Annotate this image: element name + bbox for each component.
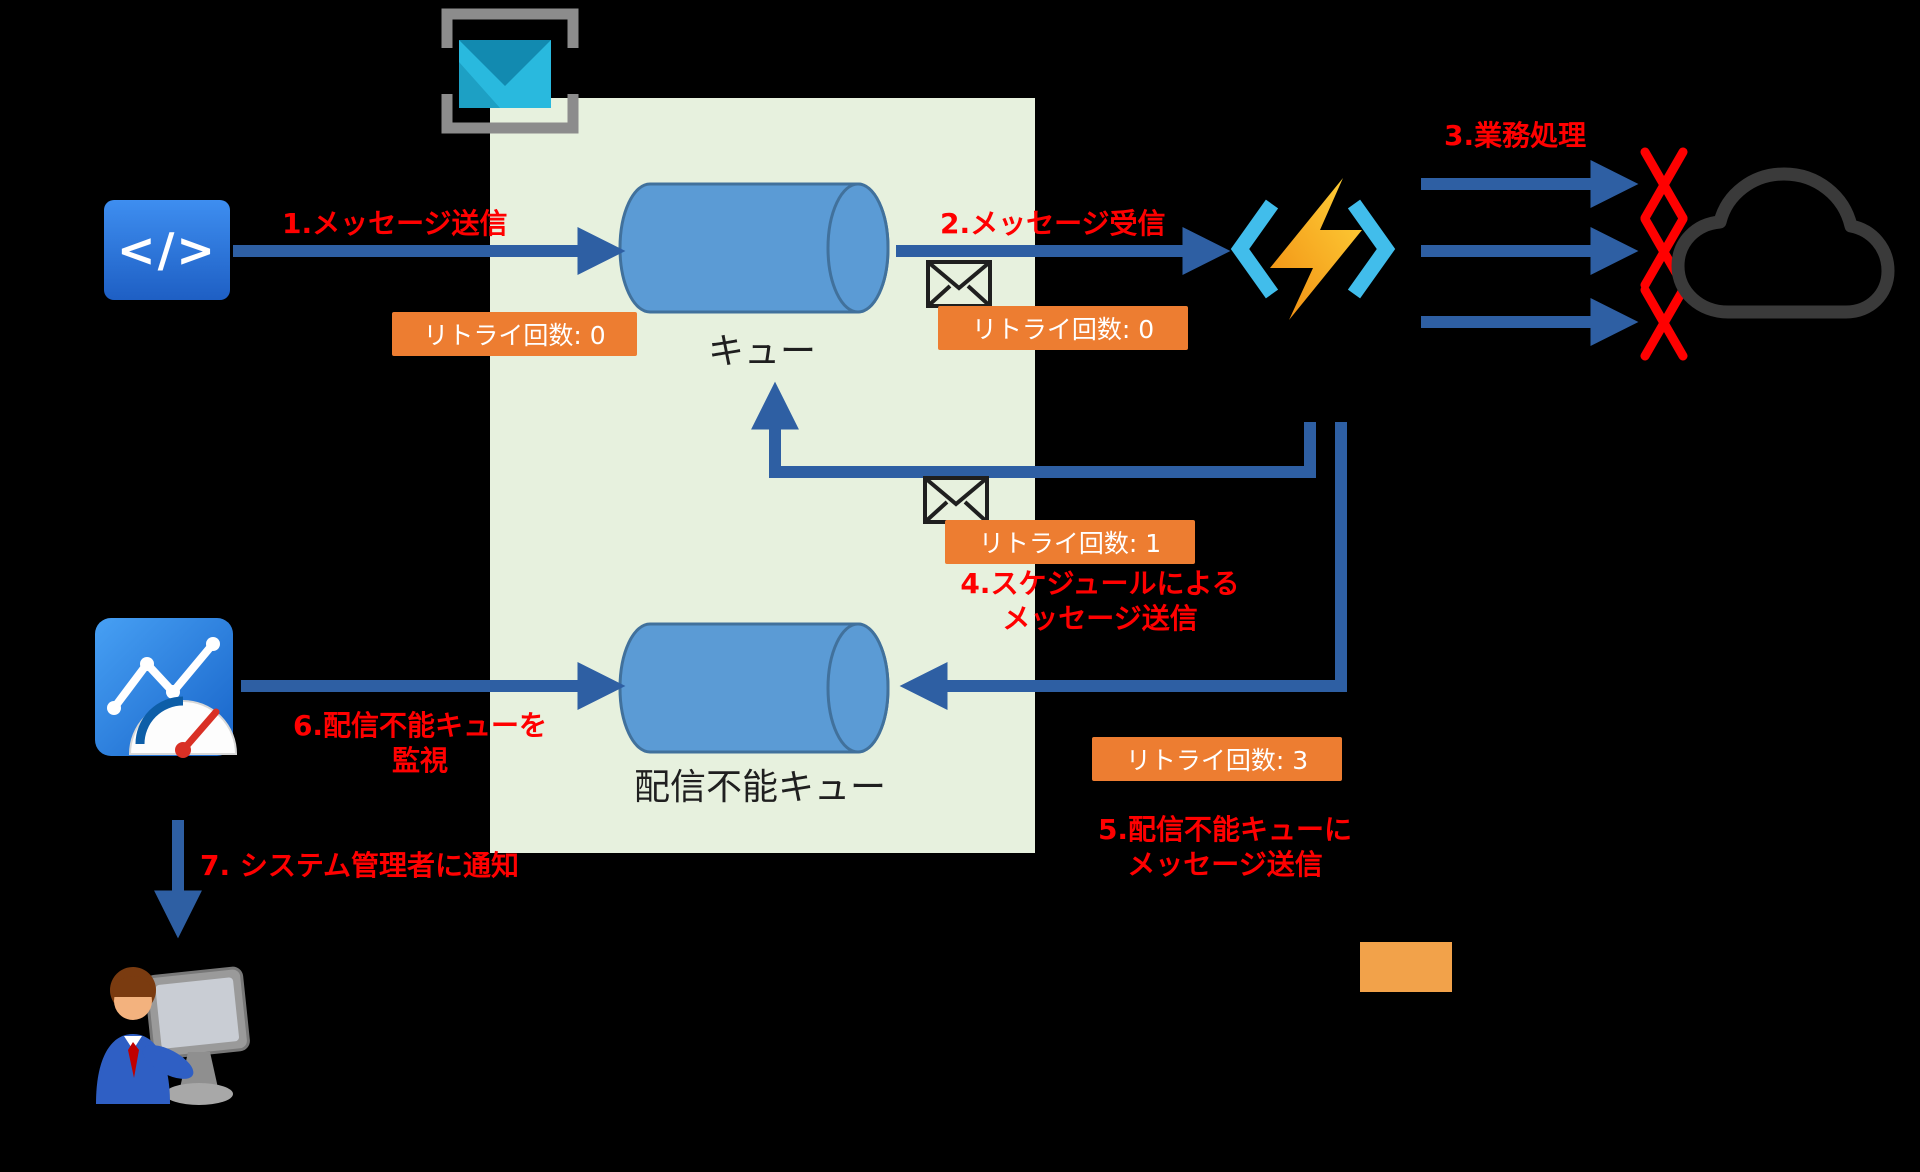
legend-orange-box [1360, 942, 1452, 992]
dead-letter-queue-cylinder [618, 622, 890, 754]
step1-label: 1.メッセージ送信 [282, 207, 508, 240]
retry-count-badge-queue-out: リトライ回数: 0 [938, 306, 1188, 350]
step2-label: 2.メッセージ受信 [940, 207, 1166, 240]
desktop-monitor-icon [144, 966, 250, 1060]
queue-cylinder [618, 182, 890, 314]
failure-x-icon-top [1640, 147, 1688, 223]
step5-label: 5.配信不能キューに メッセージ送信 [1097, 813, 1353, 881]
retry-count-badge-retry: リトライ回数: 1 [945, 520, 1195, 564]
queue-label: キュー [707, 331, 816, 372]
message-envelope-icon-out [926, 260, 992, 308]
step7-label: 7. システム管理者に通知 [200, 849, 520, 882]
lightning-bolt-icon [1270, 178, 1362, 320]
dead-letter-queue-label: 配信不能キュー [633, 767, 886, 808]
message-envelope-icon-retry [923, 476, 989, 524]
arrow-step4-retry-loop [751, 381, 1316, 478]
azure-functions-icon [1230, 178, 1396, 320]
code-app-icon: </> [104, 200, 230, 300]
cloud-icon [1671, 167, 1895, 319]
retry-count-badge-dead-letter: リトライ回数: 3 [1092, 737, 1342, 781]
service-bus-icon [441, 8, 579, 134]
admin-user-icon [96, 966, 250, 1105]
code-glyph: </> [117, 223, 217, 277]
azure-monitor-icon [95, 618, 238, 758]
retry-count-badge-queue-in: リトライ回数: 0 [392, 312, 637, 356]
step3-label: 3.業務処理 [1444, 119, 1587, 152]
gauge-icon [128, 696, 238, 758]
failure-x-icon-bottom [1640, 285, 1688, 361]
chart-line-icon [110, 640, 217, 712]
step6-label: 6.配信不能キューを 監視 [292, 709, 548, 777]
arrow-step5-to-dead-letter [899, 422, 1347, 710]
service-bus-envelope-icon [459, 40, 551, 108]
step4-label: 4.スケジュールによる メッセージ送信 [960, 567, 1240, 635]
